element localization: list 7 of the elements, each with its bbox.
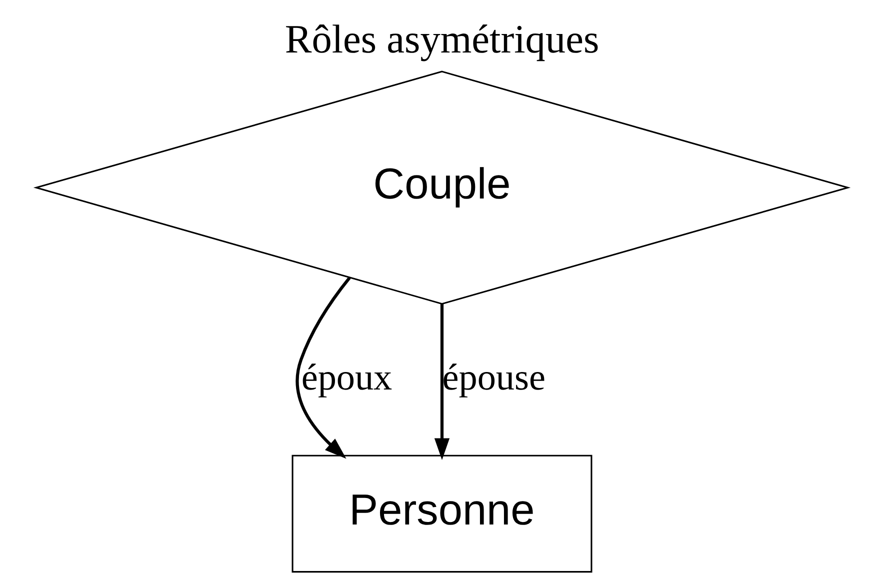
diagram-title: Rôles asymétriques xyxy=(284,16,600,62)
arrow xyxy=(434,304,450,460)
edge-label: époux xyxy=(301,357,392,398)
node-diamond: Couple xyxy=(33,70,851,305)
edge-label: épouse xyxy=(442,357,546,398)
arrow xyxy=(296,276,351,459)
node-box: Personne xyxy=(292,454,592,573)
